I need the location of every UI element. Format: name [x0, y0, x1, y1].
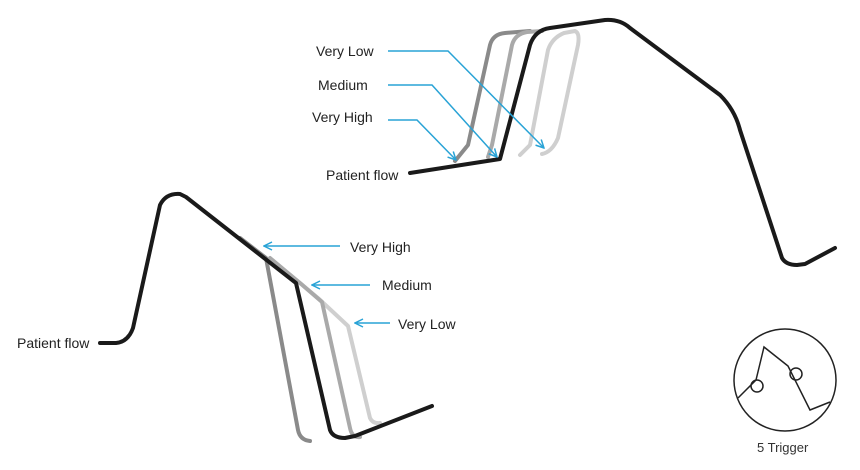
patient-flow-label-bottom: Patient flow	[17, 335, 90, 351]
very-high-label-bottom: Very High	[350, 239, 411, 255]
medium-label-top: Medium	[318, 77, 368, 93]
bottom-curve-very-high	[238, 236, 312, 443]
top-waveform	[408, 17, 837, 267]
bottom-main-curve	[98, 191, 434, 440]
top-main-curve	[408, 17, 837, 267]
arrow-very-low-top	[388, 50, 544, 148]
trigger-icon-point-1	[750, 379, 764, 393]
very-low-label-bottom: Very Low	[398, 316, 456, 332]
medium-label-bottom: Medium	[382, 277, 432, 293]
top-arrows	[388, 50, 544, 160]
trigger-icon	[733, 328, 837, 432]
bottom-arrows	[264, 246, 390, 323]
very-high-label-top: Very High	[312, 109, 373, 125]
very-low-label-top: Very Low	[316, 43, 374, 59]
trigger-icon-circle	[733, 328, 837, 432]
arrow-very-high-top	[388, 119, 456, 160]
trigger-icon-caption: 5 Trigger	[757, 440, 809, 455]
top-curve-very-low	[518, 29, 581, 157]
bottom-waveform	[98, 191, 434, 443]
top-curve-medium	[486, 29, 544, 159]
bottom-curve-very-low	[298, 281, 382, 426]
patient-flow-label-top: Patient flow	[326, 167, 399, 183]
top-curve-very-high	[453, 29, 532, 163]
trigger-icon-waveform	[737, 345, 831, 411]
trigger-icon-point-2	[789, 367, 803, 381]
arrow-medium-top	[388, 84, 497, 157]
